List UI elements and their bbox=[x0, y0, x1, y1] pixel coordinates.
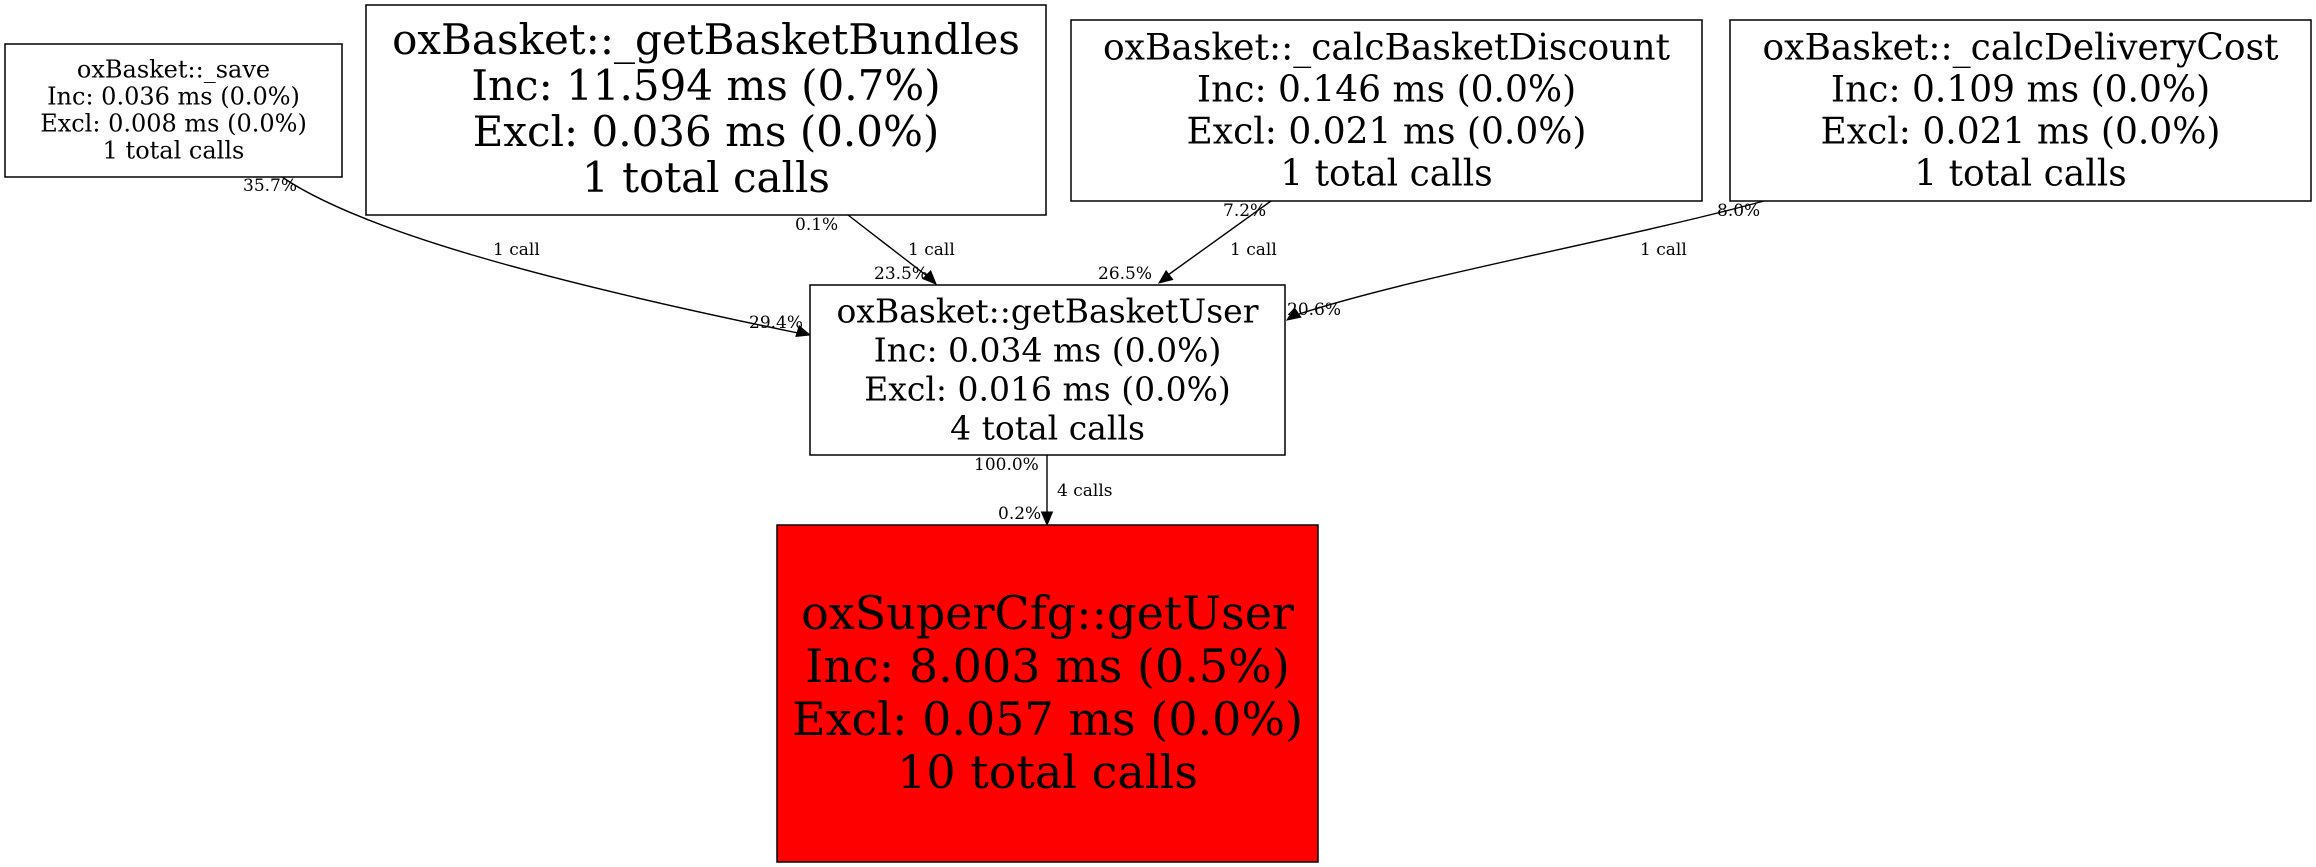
node-total-calls: 4 total calls bbox=[950, 408, 1145, 447]
edge-call-count: 4 calls bbox=[1057, 481, 1112, 501]
node-exclusive-time: Excl: 0.016 ms (0.0%) bbox=[864, 369, 1231, 408]
node-box bbox=[4, 43, 343, 178]
edge-head-percent: 20.6% bbox=[1287, 300, 1341, 320]
edge-delivery-to-getbasketuser: 1 call 8.0% 20.6% bbox=[1285, 200, 1765, 321]
node-inclusive-time: Inc: 0.036 ms (0.0%) bbox=[47, 83, 300, 111]
node-box bbox=[776, 524, 1319, 863]
edge-call-count: 1 call bbox=[493, 240, 540, 260]
edge-line bbox=[1298, 200, 1765, 315]
edge-discount-to-getbasketuser: 1 call 7.2% 26.5% bbox=[1098, 200, 1277, 284]
node-total-calls: 1 total calls bbox=[1280, 153, 1493, 194]
node-inclusive-time: Inc: 11.594 ms (0.7%) bbox=[471, 61, 940, 110]
edge-head-percent: 0.2% bbox=[998, 504, 1041, 524]
node-function-name: oxSuperCfg::getUser bbox=[801, 586, 1294, 640]
node-box bbox=[1729, 19, 2312, 202]
edge-line bbox=[847, 214, 928, 277]
edge-call-count: 1 call bbox=[1640, 240, 1687, 260]
node-inclusive-time: Inc: 8.003 ms (0.5%) bbox=[805, 639, 1290, 693]
arrowhead-icon bbox=[1157, 269, 1174, 284]
edge-tail-percent: 35.7% bbox=[243, 176, 297, 196]
arrowhead-icon bbox=[922, 270, 937, 285]
edge-head-percent: 26.5% bbox=[1098, 264, 1152, 284]
edge-line bbox=[281, 176, 799, 334]
node-exclusive-time: Excl: 0.057 ms (0.0%) bbox=[792, 692, 1303, 746]
node-exclusive-time: Excl: 0.021 ms (0.0%) bbox=[1821, 111, 2221, 152]
edge-bundles-to-getbasketuser: 1 call 0.1% 23.5% bbox=[795, 214, 955, 285]
edge-head-percent: 29.4% bbox=[749, 313, 803, 333]
node-box bbox=[809, 284, 1286, 456]
node-function-name: oxBasket::_calcDeliveryCost bbox=[1762, 27, 2279, 68]
edge-tail-percent: 7.2% bbox=[1223, 201, 1266, 221]
node-function-name: oxBasket::getBasketUser bbox=[837, 291, 1259, 330]
edge-tail-percent: 0.1% bbox=[795, 215, 838, 235]
node-total-calls: 1 total calls bbox=[103, 137, 245, 165]
edge-getbasketuser-to-getuser: 4 calls 100.0% 0.2% bbox=[974, 455, 1112, 527]
edge-save-to-getbasketuser: 1 call 35.7% 29.4% bbox=[243, 176, 812, 337]
edge-line bbox=[1167, 200, 1272, 276]
node-exclusive-time: Excl: 0.036 ms (0.0%) bbox=[473, 107, 940, 156]
node-total-calls: 1 total calls bbox=[582, 153, 830, 202]
node-box bbox=[365, 4, 1047, 216]
arrowhead-icon bbox=[795, 325, 812, 337]
node-function-name: oxBasket::_save bbox=[77, 56, 270, 84]
node-inclusive-time: Inc: 0.034 ms (0.0%) bbox=[874, 330, 1222, 369]
arrowhead-icon bbox=[1040, 511, 1054, 527]
node-inclusive-time: Inc: 0.109 ms (0.0%) bbox=[1831, 69, 2210, 110]
node-total-calls: 10 total calls bbox=[897, 745, 1198, 799]
node-exclusive-time: Excl: 0.021 ms (0.0%) bbox=[1187, 111, 1587, 152]
arrowhead-icon bbox=[1285, 307, 1302, 321]
node-exclusive-time: Excl: 0.008 ms (0.0%) bbox=[40, 110, 307, 138]
node-box bbox=[1070, 19, 1703, 202]
edge-call-count: 1 call bbox=[1230, 240, 1277, 260]
edge-call-count: 1 call bbox=[908, 240, 955, 260]
node-function-name: oxBasket::_calcBasketDiscount bbox=[1103, 27, 1671, 68]
node-inclusive-time: Inc: 0.146 ms (0.0%) bbox=[1197, 69, 1576, 110]
node-total-calls: 1 total calls bbox=[1914, 153, 2127, 194]
edge-tail-percent: 8.0% bbox=[1717, 201, 1760, 221]
node-function-name: oxBasket::_getBasketBundles bbox=[392, 15, 1020, 64]
edge-tail-percent: 100.0% bbox=[974, 455, 1039, 475]
edge-head-percent: 23.5% bbox=[874, 264, 928, 284]
